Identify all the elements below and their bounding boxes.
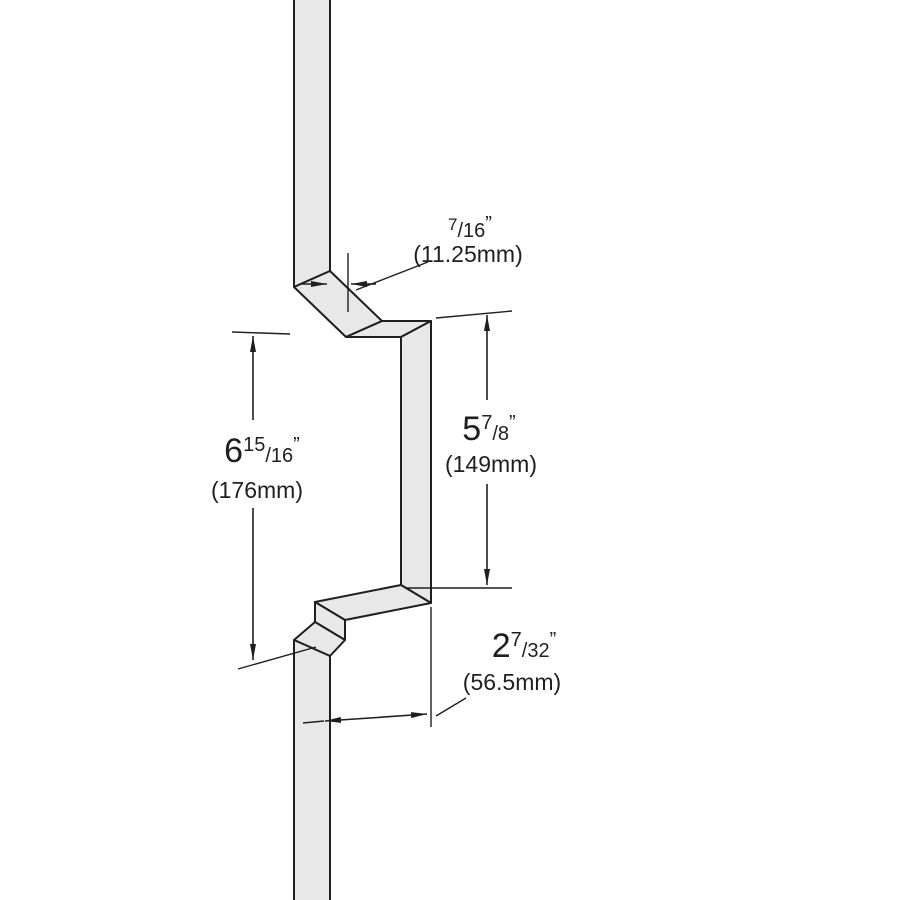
profile-fill-group <box>293 0 432 900</box>
profile-bottom-strip <box>293 639 331 900</box>
dim-left-numerator: 15 <box>243 434 265 456</box>
dim-top-denominator: /16 <box>457 220 485 242</box>
dim-bottom-tail <box>302 720 325 724</box>
dim-right-metric: (149mm) <box>445 451 537 477</box>
dim-right-numerator: 7 <box>481 412 492 434</box>
dim-top-unit: ” <box>485 213 492 235</box>
dim-left-whole: 6 <box>224 432 243 470</box>
profile-middle-strip <box>400 320 432 604</box>
dim-left-label: 615/16” <box>224 432 300 470</box>
dim-bottom-unit: ” <box>550 629 557 651</box>
dim-left-metric: (176mm) <box>211 477 303 503</box>
dimension-labels-group: 7/16” (11.25mm) 615/16” (176mm) 57/8” (1… <box>211 213 561 695</box>
dim-bottom-metric: (56.5mm) <box>463 669 561 695</box>
dim-top-metric: (11.25mm) <box>413 241 523 267</box>
dim-left-unit: ” <box>293 434 300 456</box>
dim-bottom-label: 27/32” <box>492 627 557 665</box>
dim-right-label: 57/8” <box>462 410 515 448</box>
dim-left-denominator: /16 <box>265 445 293 467</box>
dim-left-extension-bottom <box>237 646 317 670</box>
dim-bottom-arrow-right <box>369 712 428 719</box>
dim-top-numerator: 7 <box>448 215 457 234</box>
dim-right-extension-top <box>435 310 513 319</box>
profile-top-strip <box>293 0 331 288</box>
profile-group <box>293 0 432 900</box>
dim-bottom-denominator: /32 <box>522 640 550 662</box>
dim-bottom-whole: 2 <box>492 627 511 665</box>
dim-top-leader-line <box>355 261 429 291</box>
dim-bottom-numerator: 7 <box>511 629 522 651</box>
dim-bottom-arrow-left <box>324 716 371 723</box>
dim-right-unit: ” <box>509 412 516 434</box>
dim-left-extension-top <box>231 331 291 335</box>
dim-right-denominator: /8 <box>492 423 509 445</box>
dim-right-whole: 5 <box>462 410 481 448</box>
dimension-lines-group <box>231 253 513 727</box>
dim-bottom-leader-line <box>435 697 467 717</box>
dim-top-label: 7/16” <box>448 213 492 242</box>
